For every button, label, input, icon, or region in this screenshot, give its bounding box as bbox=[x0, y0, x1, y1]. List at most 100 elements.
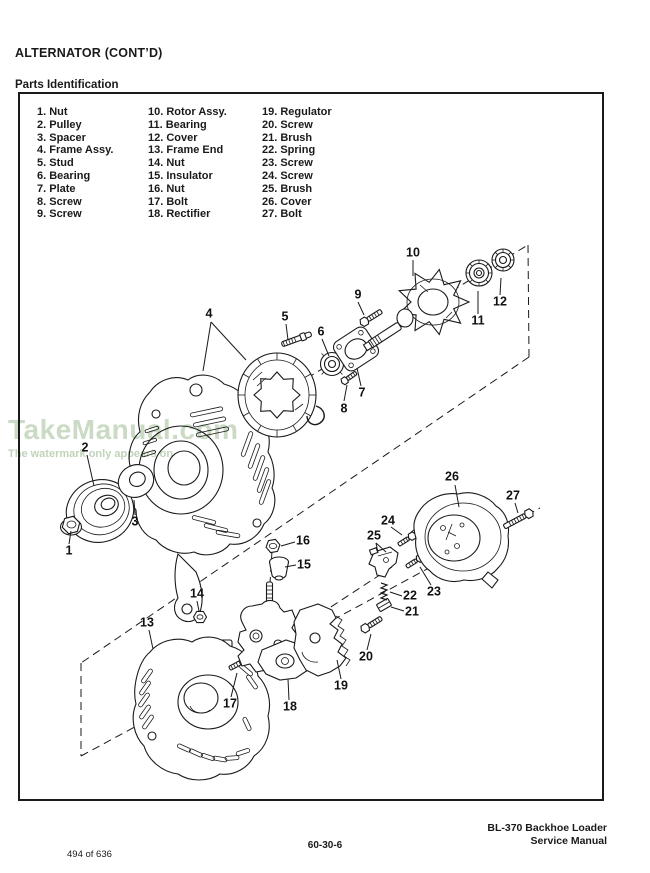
footer-doc-line2: Service Manual bbox=[530, 834, 607, 847]
leader-line bbox=[390, 606, 405, 612]
callout-6: 6 bbox=[318, 324, 325, 338]
part-spacer bbox=[117, 464, 155, 498]
parts-list-item: 21. Brush bbox=[262, 131, 313, 144]
part-stud bbox=[281, 331, 312, 347]
parts-list-item: 8. Screw bbox=[37, 195, 82, 208]
callout-27: 27 bbox=[506, 488, 520, 502]
part-screw-8 bbox=[340, 371, 358, 386]
leader-line bbox=[499, 277, 502, 296]
leader-line bbox=[356, 367, 362, 387]
leader-line bbox=[390, 526, 403, 536]
leader-line bbox=[357, 301, 365, 316]
callout-19: 19 bbox=[334, 678, 348, 692]
part-pulley bbox=[65, 479, 135, 543]
callout-11: 11 bbox=[471, 313, 484, 327]
leader-line bbox=[68, 530, 72, 545]
callout-16: 16 bbox=[296, 533, 310, 547]
footer-page-count: 494 of 636 bbox=[67, 849, 112, 860]
callout-14: 14 bbox=[190, 586, 204, 600]
leader-line bbox=[321, 338, 330, 357]
leader-line bbox=[454, 484, 460, 508]
parts-list-item: 24. Screw bbox=[262, 169, 313, 182]
part-insulator bbox=[268, 556, 290, 581]
leader-line bbox=[86, 454, 95, 487]
parts-list-item: 13. Frame End bbox=[148, 144, 224, 157]
callout-5: 5 bbox=[282, 309, 289, 323]
callout-24: 24 bbox=[381, 513, 395, 527]
part-nut-front bbox=[59, 515, 83, 536]
part-plate bbox=[332, 326, 380, 372]
parts-list-item: 23. Screw bbox=[262, 157, 313, 170]
axis-line bbox=[527, 244, 530, 358]
parts-list-item: 15. Insulator bbox=[148, 169, 213, 182]
leader-line bbox=[366, 633, 372, 651]
parts-list-item: 7. Plate bbox=[37, 182, 76, 195]
parts-list-item: 11. Bearing bbox=[148, 118, 207, 131]
part-frame-assy bbox=[127, 374, 276, 623]
callout-21: 21 bbox=[405, 604, 419, 618]
footer-doc-line1: BL-370 Backhoe Loader bbox=[487, 822, 607, 834]
parts-list-item: 1. Nut bbox=[37, 106, 68, 118]
callout-22: 22 bbox=[403, 588, 417, 602]
leader-line bbox=[343, 384, 348, 402]
parts-list-item: 22. Spring bbox=[262, 144, 316, 157]
parts-list-item: 14. Nut bbox=[148, 157, 185, 170]
part-rectifier bbox=[237, 581, 313, 681]
callout-20: 20 bbox=[359, 649, 373, 663]
parts-list-item: 19. Regulator bbox=[262, 106, 332, 118]
parts-list-item: 27. Bolt bbox=[262, 208, 302, 221]
part-bearing-front bbox=[319, 351, 345, 377]
callout-25: 25 bbox=[367, 528, 381, 542]
footer-doc-title: BL-370 Backhoe Loader Service Manual bbox=[487, 822, 607, 847]
callout-23: 23 bbox=[427, 584, 441, 598]
part-brush-holder-25 bbox=[368, 546, 399, 578]
leader-line bbox=[280, 541, 296, 547]
parts-list-item: 9. Screw bbox=[37, 208, 82, 221]
leader-line bbox=[375, 542, 387, 553]
parts-list-item: 6. Bearing bbox=[37, 169, 91, 182]
parts-list-item: 2. Pulley bbox=[37, 118, 82, 131]
part-cover-small bbox=[491, 248, 515, 272]
parts-list-item: 18. Rectifier bbox=[148, 208, 211, 221]
parts-list-item: 25. Brush bbox=[262, 182, 313, 195]
leader-line bbox=[202, 321, 212, 372]
parts-list-item: 17. Bolt bbox=[148, 195, 188, 208]
page-title: ALTERNATOR (CONT’D) bbox=[15, 46, 163, 60]
callout-26: 26 bbox=[445, 469, 459, 483]
page-subtitle: Parts Identification bbox=[15, 79, 119, 91]
parts-list-item: 12. Cover bbox=[148, 131, 198, 144]
callout-1: 1 bbox=[66, 543, 73, 557]
callout-13: 13 bbox=[140, 615, 154, 629]
leader-line bbox=[419, 566, 432, 586]
callout-2: 2 bbox=[82, 440, 89, 454]
callout-17: 17 bbox=[223, 696, 237, 710]
part-regulator bbox=[293, 603, 351, 677]
leader-line bbox=[285, 323, 289, 341]
callout-8: 8 bbox=[341, 401, 348, 415]
leader-line bbox=[375, 542, 379, 554]
callout-15: 15 bbox=[297, 557, 311, 571]
part-frame-end bbox=[132, 636, 271, 781]
leader-line bbox=[148, 629, 154, 650]
part-screw-20 bbox=[360, 616, 383, 634]
parts-list-item: 26. Cover bbox=[262, 195, 312, 208]
leader-line bbox=[287, 678, 290, 701]
callout-7: 7 bbox=[359, 385, 366, 399]
leader-line bbox=[230, 672, 238, 698]
parts-list-item: 3. Spacer bbox=[37, 131, 86, 144]
part-nut-16 bbox=[265, 538, 281, 554]
part-cover-rear bbox=[413, 492, 510, 589]
callout-3: 3 bbox=[132, 514, 139, 528]
parts-list-item: 4. Frame Assy. bbox=[37, 144, 114, 157]
part-rotor-assy bbox=[362, 268, 471, 352]
callout-10: 10 bbox=[406, 245, 420, 259]
part-brush-21 bbox=[376, 598, 392, 612]
footer-section-code: 60-30-6 bbox=[307, 840, 343, 851]
part-bolt-27 bbox=[503, 508, 534, 529]
